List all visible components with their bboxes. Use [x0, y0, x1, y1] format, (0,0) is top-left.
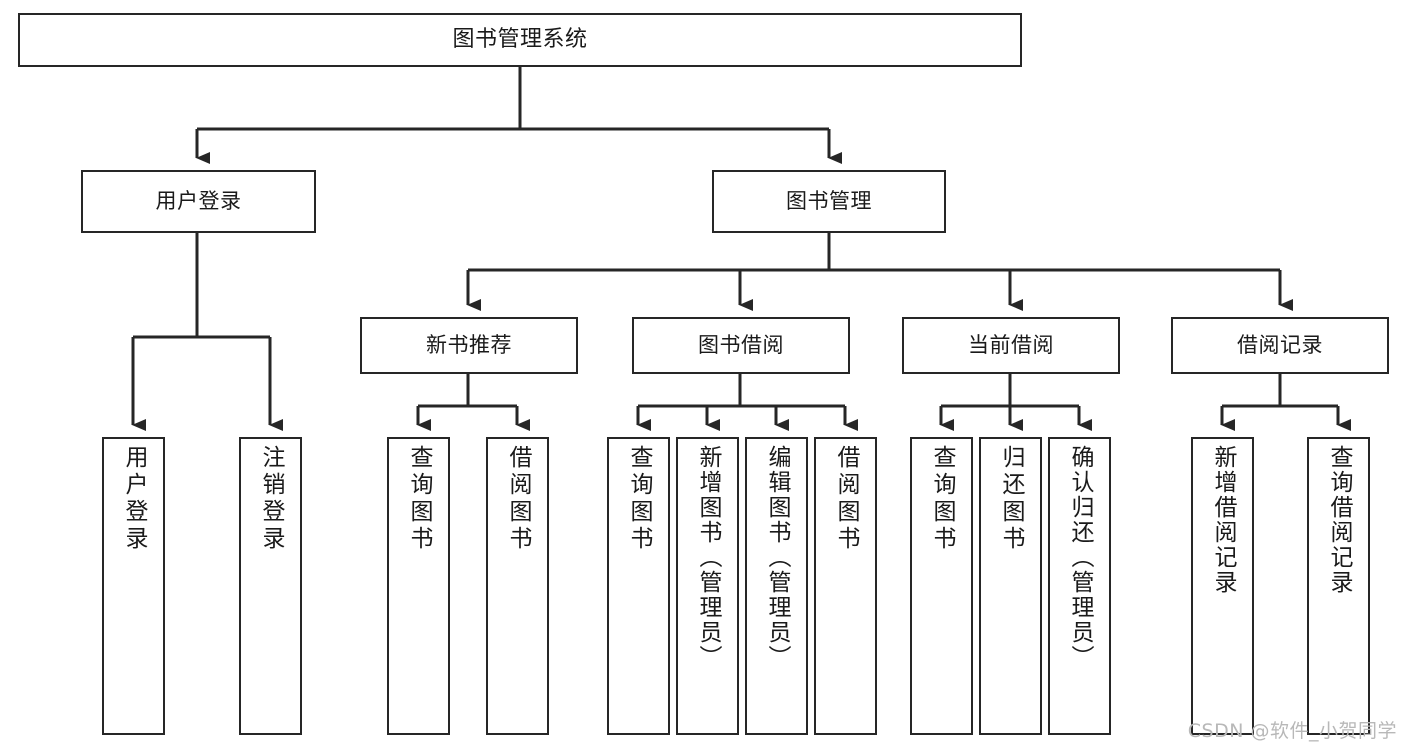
- node-leaf-return-book[interactable]: 归还图书: [979, 437, 1042, 735]
- watermark: CSDN @软件_小贺同学: [1187, 720, 1397, 742]
- node-leaf-add-record[interactable]: 新增借阅记录: [1191, 437, 1254, 735]
- node-leaf-query-record[interactable]: 查询借阅记录: [1307, 437, 1370, 735]
- node-current-borrow[interactable]: 当前借阅: [902, 317, 1120, 374]
- node-leaf-query-book-2[interactable]: 查询图书: [607, 437, 670, 735]
- node-root-label: 图书管理系统: [452, 27, 588, 53]
- node-user-login-label: 用户登录: [155, 189, 242, 214]
- node-leaf-borrow-book-2[interactable]: 借阅图书: [814, 437, 877, 735]
- node-leaf-confirm-return-label: 确认归还（管理员）: [1067, 445, 1093, 670]
- node-leaf-edit-book[interactable]: 编辑图书（管理员）: [745, 437, 808, 735]
- node-leaf-confirm-return[interactable]: 确认归还（管理员）: [1048, 437, 1111, 735]
- node-leaf-borrow-book-1[interactable]: 借阅图书: [486, 437, 549, 735]
- node-leaf-edit-book-label: 编辑图书（管理员）: [764, 445, 790, 670]
- node-user-login[interactable]: 用户登录: [81, 170, 316, 233]
- node-leaf-user-login-label: 用户登录: [121, 445, 147, 553]
- node-new-book-recommend-label: 新书推荐: [426, 333, 512, 358]
- node-current-borrow-label: 当前借阅: [968, 333, 1054, 358]
- node-leaf-query-book-2-label: 查询图书: [626, 445, 652, 553]
- node-root[interactable]: 图书管理系统: [18, 13, 1022, 67]
- node-leaf-logout[interactable]: 注销登录: [239, 437, 302, 735]
- node-leaf-return-book-label: 归还图书: [998, 445, 1024, 553]
- node-book-borrow[interactable]: 图书借阅: [632, 317, 850, 374]
- node-leaf-logout-label: 注销登录: [258, 445, 284, 553]
- node-leaf-borrow-book-2-label: 借阅图书: [833, 445, 859, 553]
- node-borrow-record-label: 借阅记录: [1237, 333, 1323, 358]
- node-leaf-query-book-1-label: 查询图书: [406, 445, 432, 553]
- node-leaf-add-record-label: 新增借阅记录: [1210, 445, 1236, 595]
- node-leaf-add-book-label: 新增图书（管理员）: [695, 445, 721, 670]
- node-leaf-query-record-label: 查询借阅记录: [1326, 445, 1352, 595]
- node-leaf-user-login[interactable]: 用户登录: [102, 437, 165, 735]
- node-leaf-query-book-3[interactable]: 查询图书: [910, 437, 973, 735]
- node-book-management[interactable]: 图书管理: [712, 170, 946, 233]
- node-leaf-query-book-3-label: 查询图书: [929, 445, 955, 553]
- node-book-borrow-label: 图书借阅: [698, 333, 784, 358]
- node-book-management-label: 图书管理: [786, 189, 872, 214]
- node-leaf-borrow-book-1-label: 借阅图书: [505, 445, 531, 553]
- node-borrow-record[interactable]: 借阅记录: [1171, 317, 1389, 374]
- node-leaf-query-book-1[interactable]: 查询图书: [387, 437, 450, 735]
- node-leaf-add-book[interactable]: 新增图书（管理员）: [676, 437, 739, 735]
- node-new-book-recommend[interactable]: 新书推荐: [360, 317, 578, 374]
